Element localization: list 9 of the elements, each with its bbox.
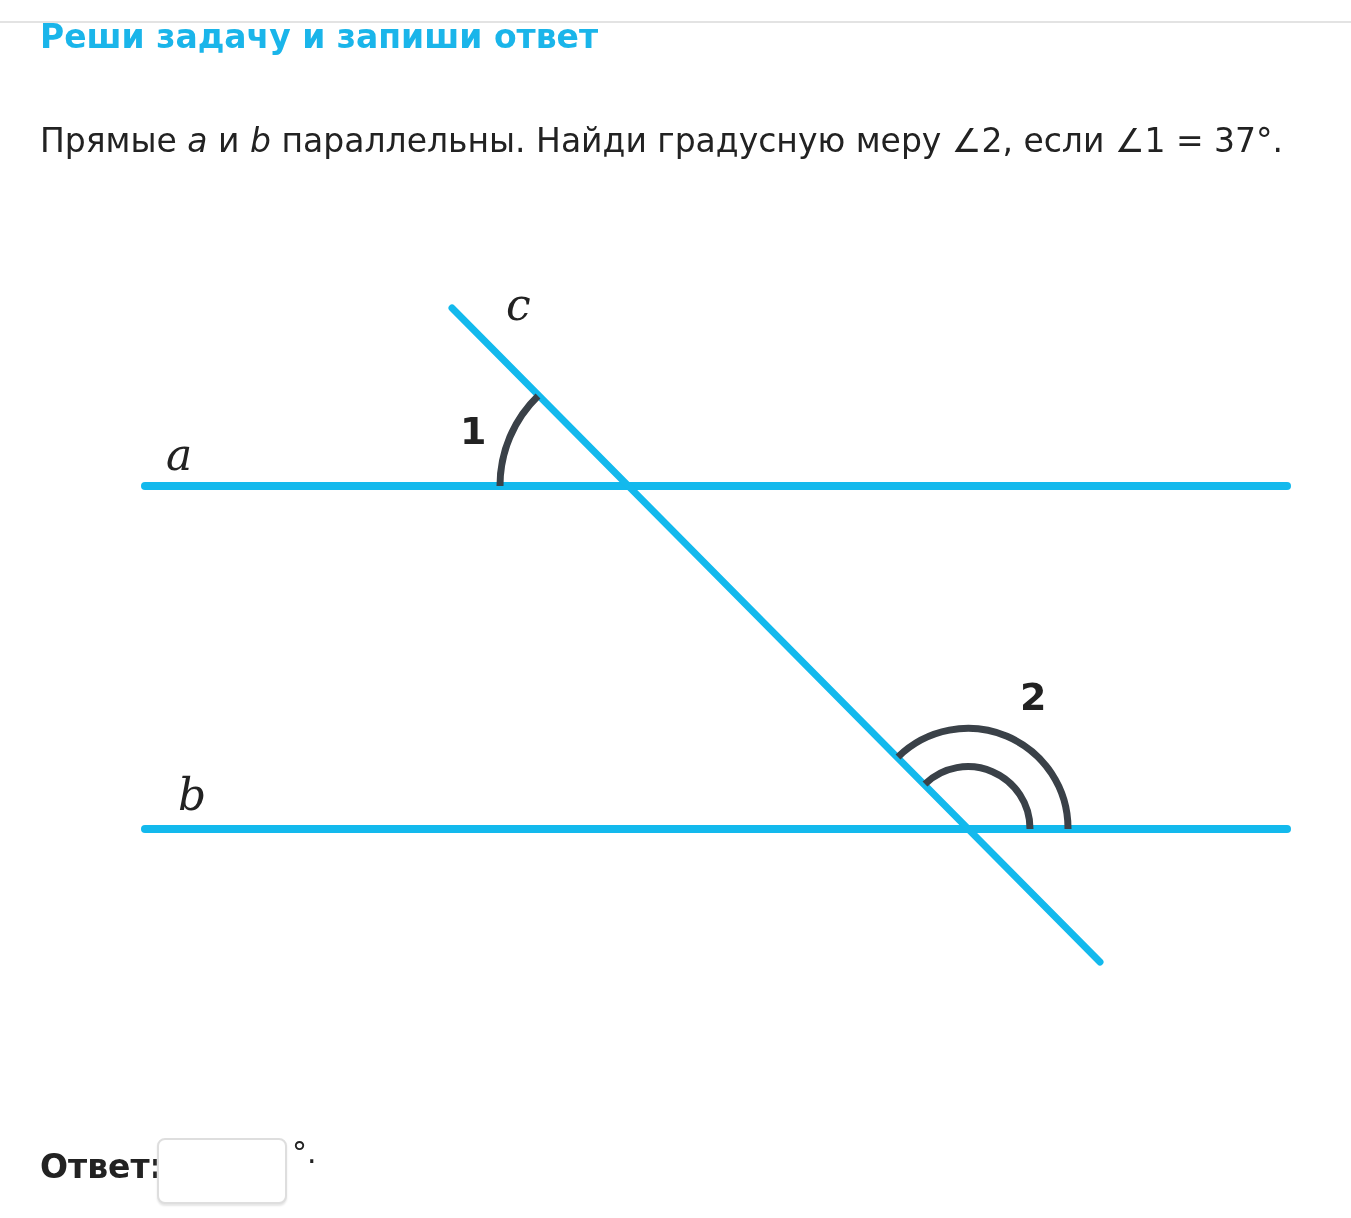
angle-label: 2: [1020, 676, 1047, 720]
line-label: a: [166, 430, 193, 481]
line-label: c: [506, 280, 531, 331]
degree-sign: °.: [292, 1136, 317, 1171]
problem-text: Прямые a и b параллельны. Найди градусную меру ∠2, если ∠1 = 37°.: [40, 122, 1284, 160]
task-heading: Реши задачу и запиши ответ: [40, 18, 599, 56]
answer-label: Ответ:: [40, 1148, 163, 1186]
angle-label: 1: [460, 410, 487, 454]
line-label: b: [178, 770, 207, 821]
